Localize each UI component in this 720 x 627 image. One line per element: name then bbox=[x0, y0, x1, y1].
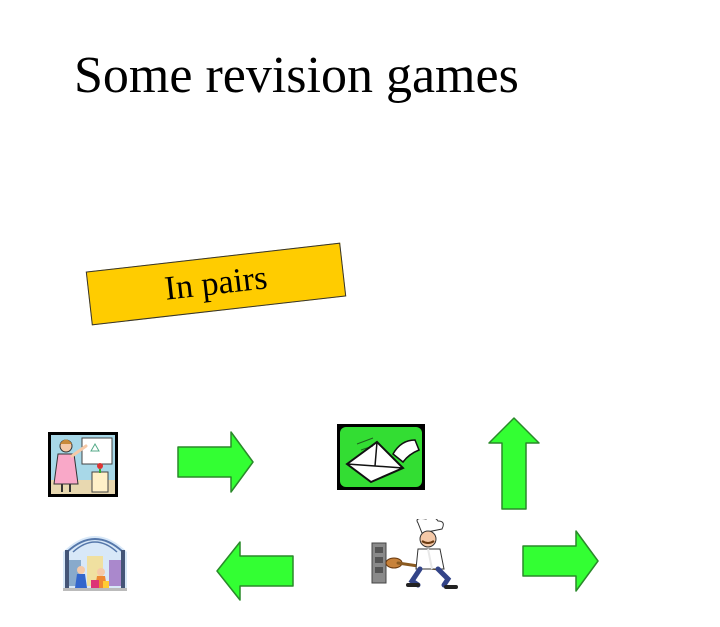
slide-title: Some revision games bbox=[74, 47, 519, 104]
shopping-arcade-icon bbox=[63, 536, 127, 591]
running-chef-icon bbox=[371, 519, 458, 589]
arrow-up-icon bbox=[488, 417, 540, 510]
arrow-right-icon bbox=[522, 530, 599, 592]
envelope-letter-icon bbox=[337, 424, 425, 490]
arrow-right-icon bbox=[177, 431, 254, 493]
arrow-left-icon bbox=[216, 541, 294, 601]
in-pairs-callout: In pairs bbox=[85, 242, 347, 326]
teacher-at-whiteboard-icon bbox=[48, 432, 118, 497]
in-pairs-label: In pairs bbox=[162, 259, 270, 308]
